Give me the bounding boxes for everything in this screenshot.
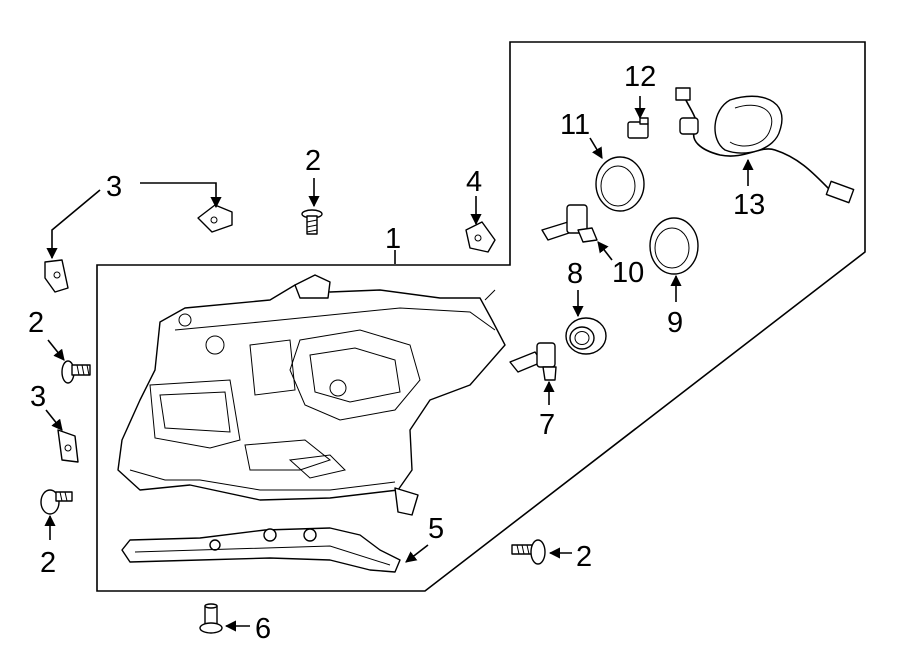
callout-2-top: 2 (305, 145, 321, 177)
clip-top (197, 204, 233, 233)
callout-5: 5 (428, 513, 444, 545)
pin (199, 603, 223, 634)
nut (465, 221, 496, 253)
seal-8 (565, 317, 607, 355)
callout-3-top: 3 (106, 171, 122, 203)
clip-left-upper (44, 259, 69, 293)
callout-1: 1 (385, 223, 401, 255)
callout-11: 11 (560, 109, 590, 141)
assembly-outline (96, 41, 866, 592)
callout-2-left-upper: 2 (28, 307, 44, 339)
callout-7: 7 (539, 409, 555, 441)
leader-lines (44, 96, 754, 632)
callout-labels: 1 2 2 2 2 3 3 4 5 6 7 8 9 10 11 12 13 (28, 61, 765, 645)
callout-4: 4 (466, 166, 482, 198)
socket (627, 117, 649, 139)
bulb-low (509, 342, 557, 381)
screw-left-lower (40, 489, 73, 515)
callout-9: 9 (667, 307, 683, 339)
screw-left-upper (61, 360, 91, 384)
callout-3-left: 3 (30, 381, 46, 413)
callout-2-right: 2 (576, 541, 592, 573)
bulb-high (541, 204, 598, 243)
wiring-harness (675, 87, 855, 204)
callout-12: 12 (624, 61, 656, 93)
clip-left-lower (57, 429, 79, 463)
headlamp-bracket (121, 527, 401, 573)
seal-9 (649, 217, 699, 275)
headlamp-housing (117, 274, 506, 516)
callout-10: 10 (612, 257, 644, 289)
screw-right-lower (511, 539, 546, 565)
callout-2-left-lower: 2 (40, 547, 56, 579)
callout-8: 8 (567, 258, 583, 290)
callout-13: 13 (733, 189, 765, 221)
screw-top (301, 209, 323, 235)
callout-6: 6 (255, 613, 271, 645)
seal-11 (595, 156, 645, 212)
